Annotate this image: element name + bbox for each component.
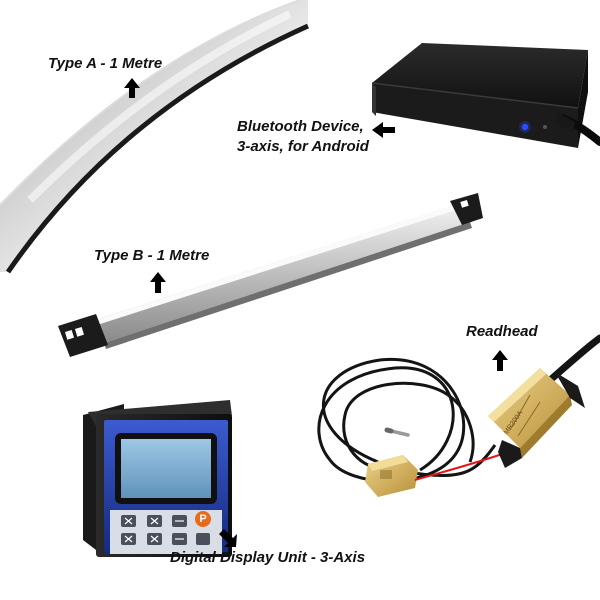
arrow-up-icon (124, 78, 140, 98)
label-bluetooth-line2: 3-axis, for Android (237, 138, 369, 155)
p-key-label: P (199, 513, 207, 525)
arrow-up-icon (492, 350, 508, 371)
display-keypad (110, 510, 222, 554)
type-a-scale-strip (0, 0, 310, 274)
arrow-left-icon (372, 122, 395, 138)
arrow-up-icon (150, 272, 166, 293)
readhead-body: MR200A (488, 334, 600, 468)
bluetooth-led (521, 123, 529, 131)
signal-wire (414, 451, 509, 481)
type-b-scale-bar (58, 193, 483, 357)
p-key (195, 511, 211, 527)
display-screen (121, 439, 211, 498)
bluetooth-device (371, 43, 600, 148)
label-display-unit: Digital Display Unit - 3-Axis (170, 549, 366, 566)
label-type-a: Type A - 1 Metre (48, 55, 163, 72)
cable-connector (365, 455, 418, 497)
arrow-down-right-icon (219, 529, 237, 547)
label-readhead: Readhead (466, 323, 538, 340)
screw (384, 427, 410, 437)
digital-display-unit (83, 400, 232, 557)
label-bluetooth-line1: Bluetooth Device, (237, 118, 364, 135)
label-type-b: Type B - 1 Metre (94, 247, 210, 264)
